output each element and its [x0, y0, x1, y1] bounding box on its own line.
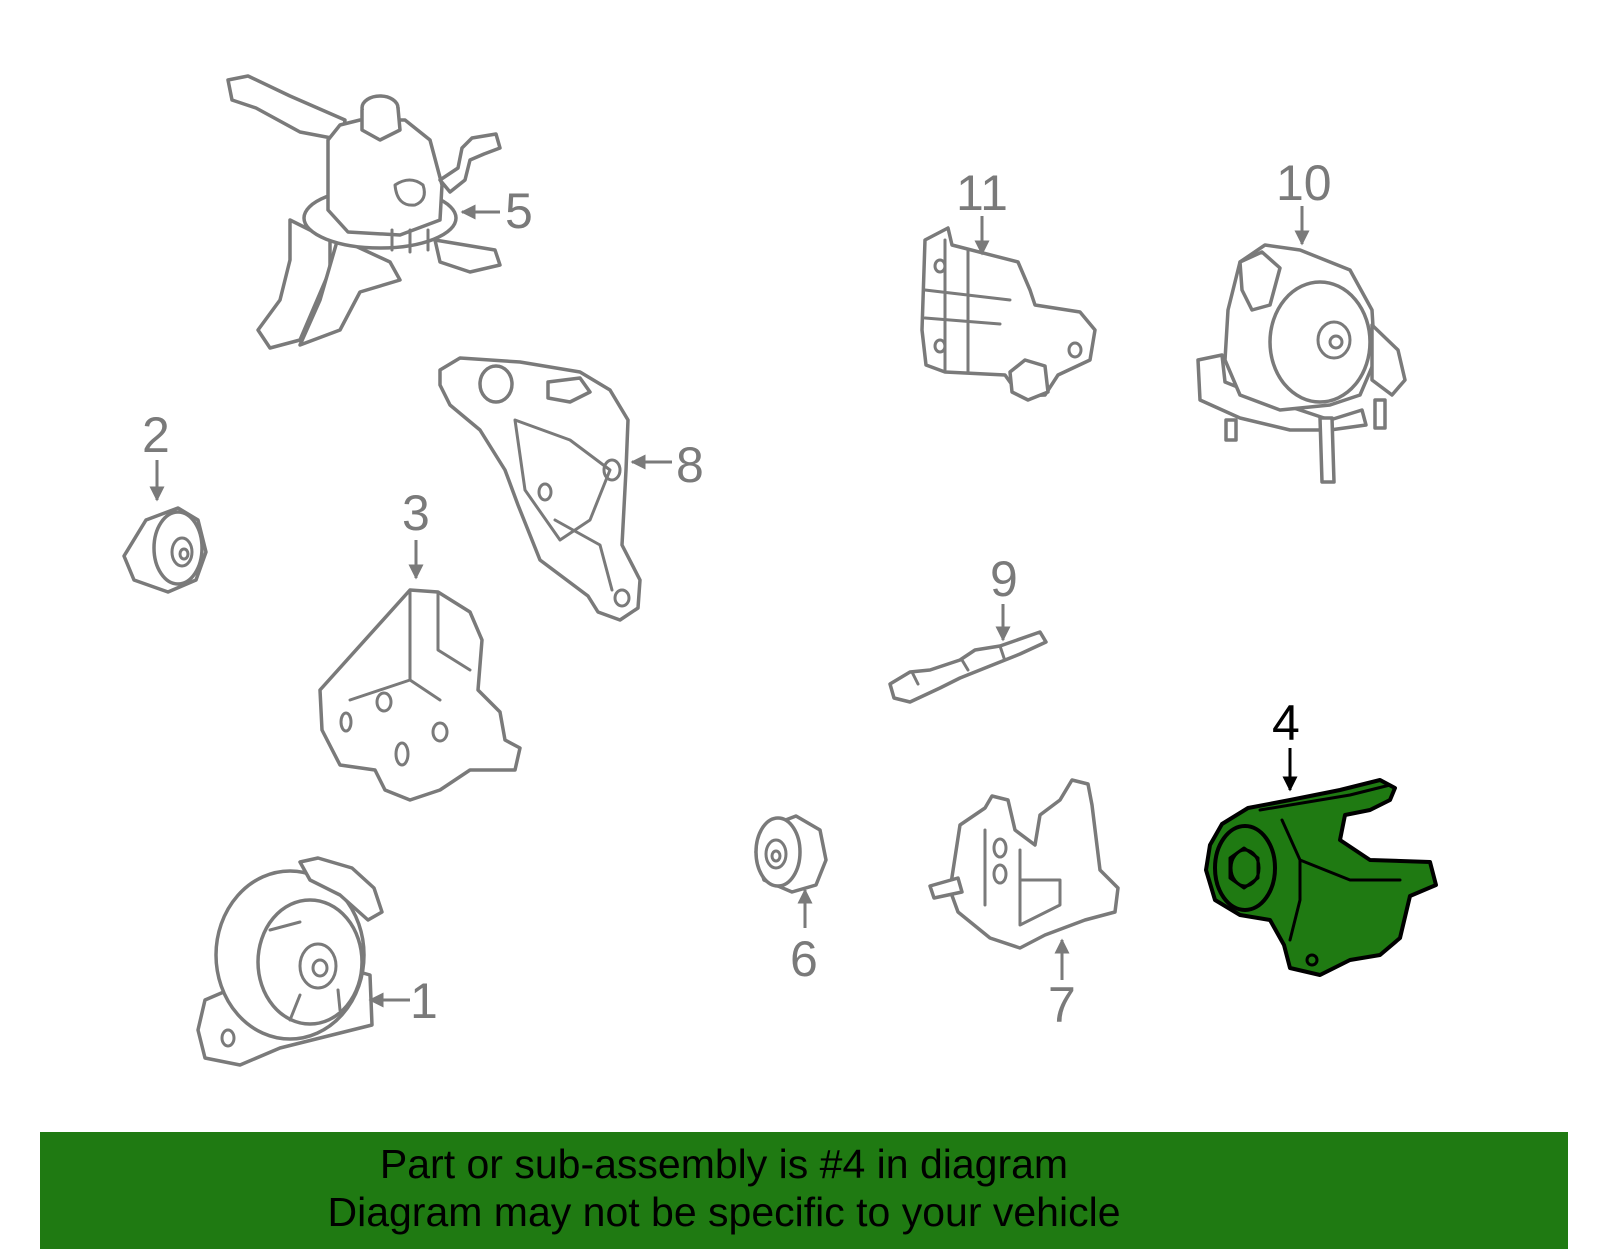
part-11-bracket[interactable]	[920, 226, 1097, 402]
callout-2-label: 2	[142, 407, 170, 463]
callout-3-label: 3	[402, 485, 430, 541]
callout-6-label: 6	[790, 931, 818, 987]
part-9-bracket[interactable]	[888, 630, 1048, 704]
callout-4-label: 4	[1272, 695, 1300, 751]
part-6-bushing[interactable]	[754, 814, 828, 894]
callout-1-label: 1	[410, 973, 438, 1029]
part-4-mount-highlighted[interactable]	[1204, 778, 1438, 977]
part-10-mount[interactable]	[1196, 243, 1407, 484]
callout-6: 6	[790, 888, 818, 987]
banner-line-part-number: Part or sub-assembly is #4 in diagram	[379, 1141, 1069, 1187]
callout-8: 8	[630, 437, 704, 493]
callout-7-label: 7	[1048, 977, 1076, 1033]
part-5-engine-mount[interactable]	[226, 74, 502, 350]
part-2-bushing[interactable]	[122, 506, 208, 594]
part-3-bracket[interactable]	[318, 588, 522, 802]
callout-8-label: 8	[676, 437, 704, 493]
callout-3: 3	[402, 485, 430, 580]
part-8-bracket[interactable]	[438, 356, 642, 622]
callout-1: 1	[368, 973, 438, 1029]
part-7-bracket[interactable]	[928, 778, 1120, 950]
info-banner: Part or sub-assembly is #4 in diagram Di…	[40, 1132, 1568, 1249]
callout-4: 4	[1272, 695, 1300, 792]
callout-7: 7	[1048, 938, 1076, 1033]
callout-5-label: 5	[505, 183, 533, 239]
callout-9: 9	[990, 551, 1018, 642]
callout-11-label: 11	[956, 165, 1008, 221]
callout-2: 2	[142, 407, 170, 502]
callout-11: 11	[956, 165, 1008, 256]
callout-9-label: 9	[990, 551, 1018, 607]
callout-10-label: 10	[1276, 155, 1332, 211]
banner-line-disclaimer: Diagram may not be specific to your vehi…	[327, 1189, 1121, 1235]
part-1-mount[interactable]	[196, 856, 384, 1067]
parts-diagram: 5 2 8 3 1 11 10 9 4 6 7	[122, 74, 1438, 1067]
callout-10: 10	[1276, 155, 1332, 246]
callout-5: 5	[460, 183, 533, 239]
